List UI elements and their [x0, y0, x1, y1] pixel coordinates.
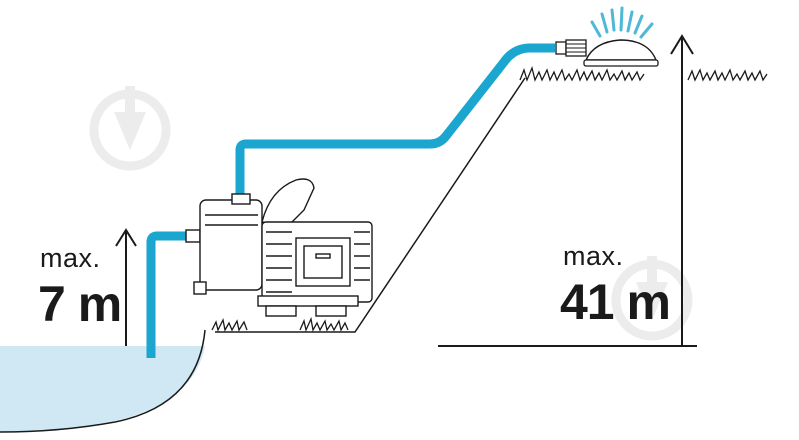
pump-icon: [185, 178, 373, 317]
water-bank-line: [0, 329, 206, 433]
grass-icon: [211, 65, 768, 333]
suction-hose: [146, 231, 196, 358]
delivery-head-value: 41 m: [560, 274, 671, 330]
water-reservoir: [0, 346, 205, 432]
sprinkler-icon: [555, 6, 659, 67]
watermark-drop-icon: [89, 86, 171, 171]
ground-line: [215, 77, 526, 333]
suction-height-value: 7 m: [38, 276, 122, 332]
head-max-label: max.: [563, 241, 624, 271]
suction-max-label: max.: [40, 243, 101, 273]
arrow-up-icon-suction: [115, 228, 137, 346]
delivery-hose: [235, 43, 555, 196]
watermark-drop-icon-2: [611, 256, 693, 341]
arrow-up-icon-head: [670, 34, 694, 346]
